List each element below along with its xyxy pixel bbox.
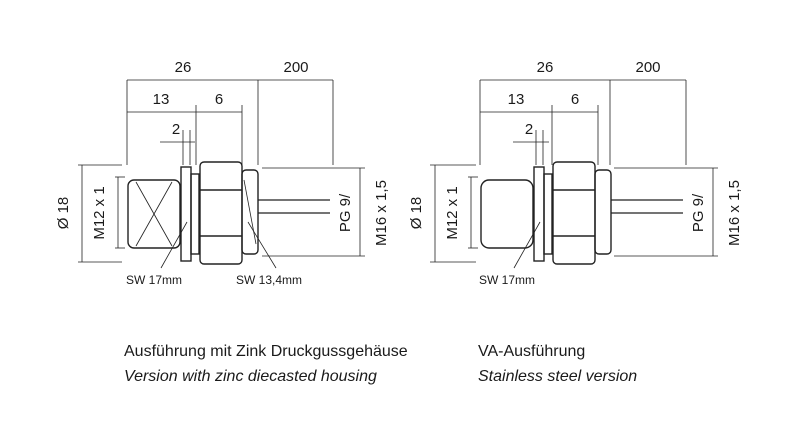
left-dim-dia: Ø 18 bbox=[55, 197, 72, 230]
left-connector-body bbox=[127, 161, 259, 265]
left-wrench-size-1: SW 17mm bbox=[126, 273, 182, 287]
left-wrench-size-2: SW 13,4mm bbox=[236, 273, 302, 287]
right-dim-thread: M12 x 1 bbox=[444, 186, 461, 239]
left-dim-a: 13 bbox=[153, 91, 170, 108]
left-cables bbox=[258, 199, 330, 214]
right-dim-total: 26 bbox=[537, 59, 554, 76]
right-caption-german: VA-Ausführung bbox=[478, 343, 586, 360]
left-dim-b: 6 bbox=[215, 91, 223, 108]
right-dim-dia: Ø 18 bbox=[408, 197, 425, 230]
right-dim-b: 6 bbox=[571, 91, 579, 108]
right-connector-body bbox=[480, 161, 612, 265]
right-dim-c: 2 bbox=[525, 121, 533, 138]
left-dim-pg: PG 9/ bbox=[337, 193, 354, 232]
right-caption-english: Stainless steel version bbox=[478, 368, 638, 385]
left-dim-thread: M12 x 1 bbox=[91, 186, 108, 239]
left-caption-english: Version with zinc diecasted housing bbox=[124, 368, 377, 385]
right-dimension-lines bbox=[430, 79, 718, 263]
left-dim-total: 26 bbox=[175, 59, 192, 76]
right-dim-m16: M16 x 1,5 bbox=[726, 180, 743, 246]
right-wrench-size-1: SW 17mm bbox=[479, 273, 535, 287]
left-dim-c: 2 bbox=[172, 121, 180, 138]
left-dimension-lines bbox=[78, 79, 365, 263]
right-dim-a: 13 bbox=[508, 91, 525, 108]
left-dim-m16: M16 x 1,5 bbox=[373, 180, 390, 246]
right-dim-pg: PG 9/ bbox=[690, 193, 707, 232]
right-dim-cable: 200 bbox=[635, 59, 660, 76]
right-variant bbox=[430, 79, 718, 269]
left-dim-cable: 200 bbox=[283, 59, 308, 76]
left-caption-german: Ausführung mit Zink Druckgussgehäuse bbox=[124, 343, 408, 360]
left-variant bbox=[78, 79, 365, 269]
right-cables bbox=[611, 199, 683, 214]
